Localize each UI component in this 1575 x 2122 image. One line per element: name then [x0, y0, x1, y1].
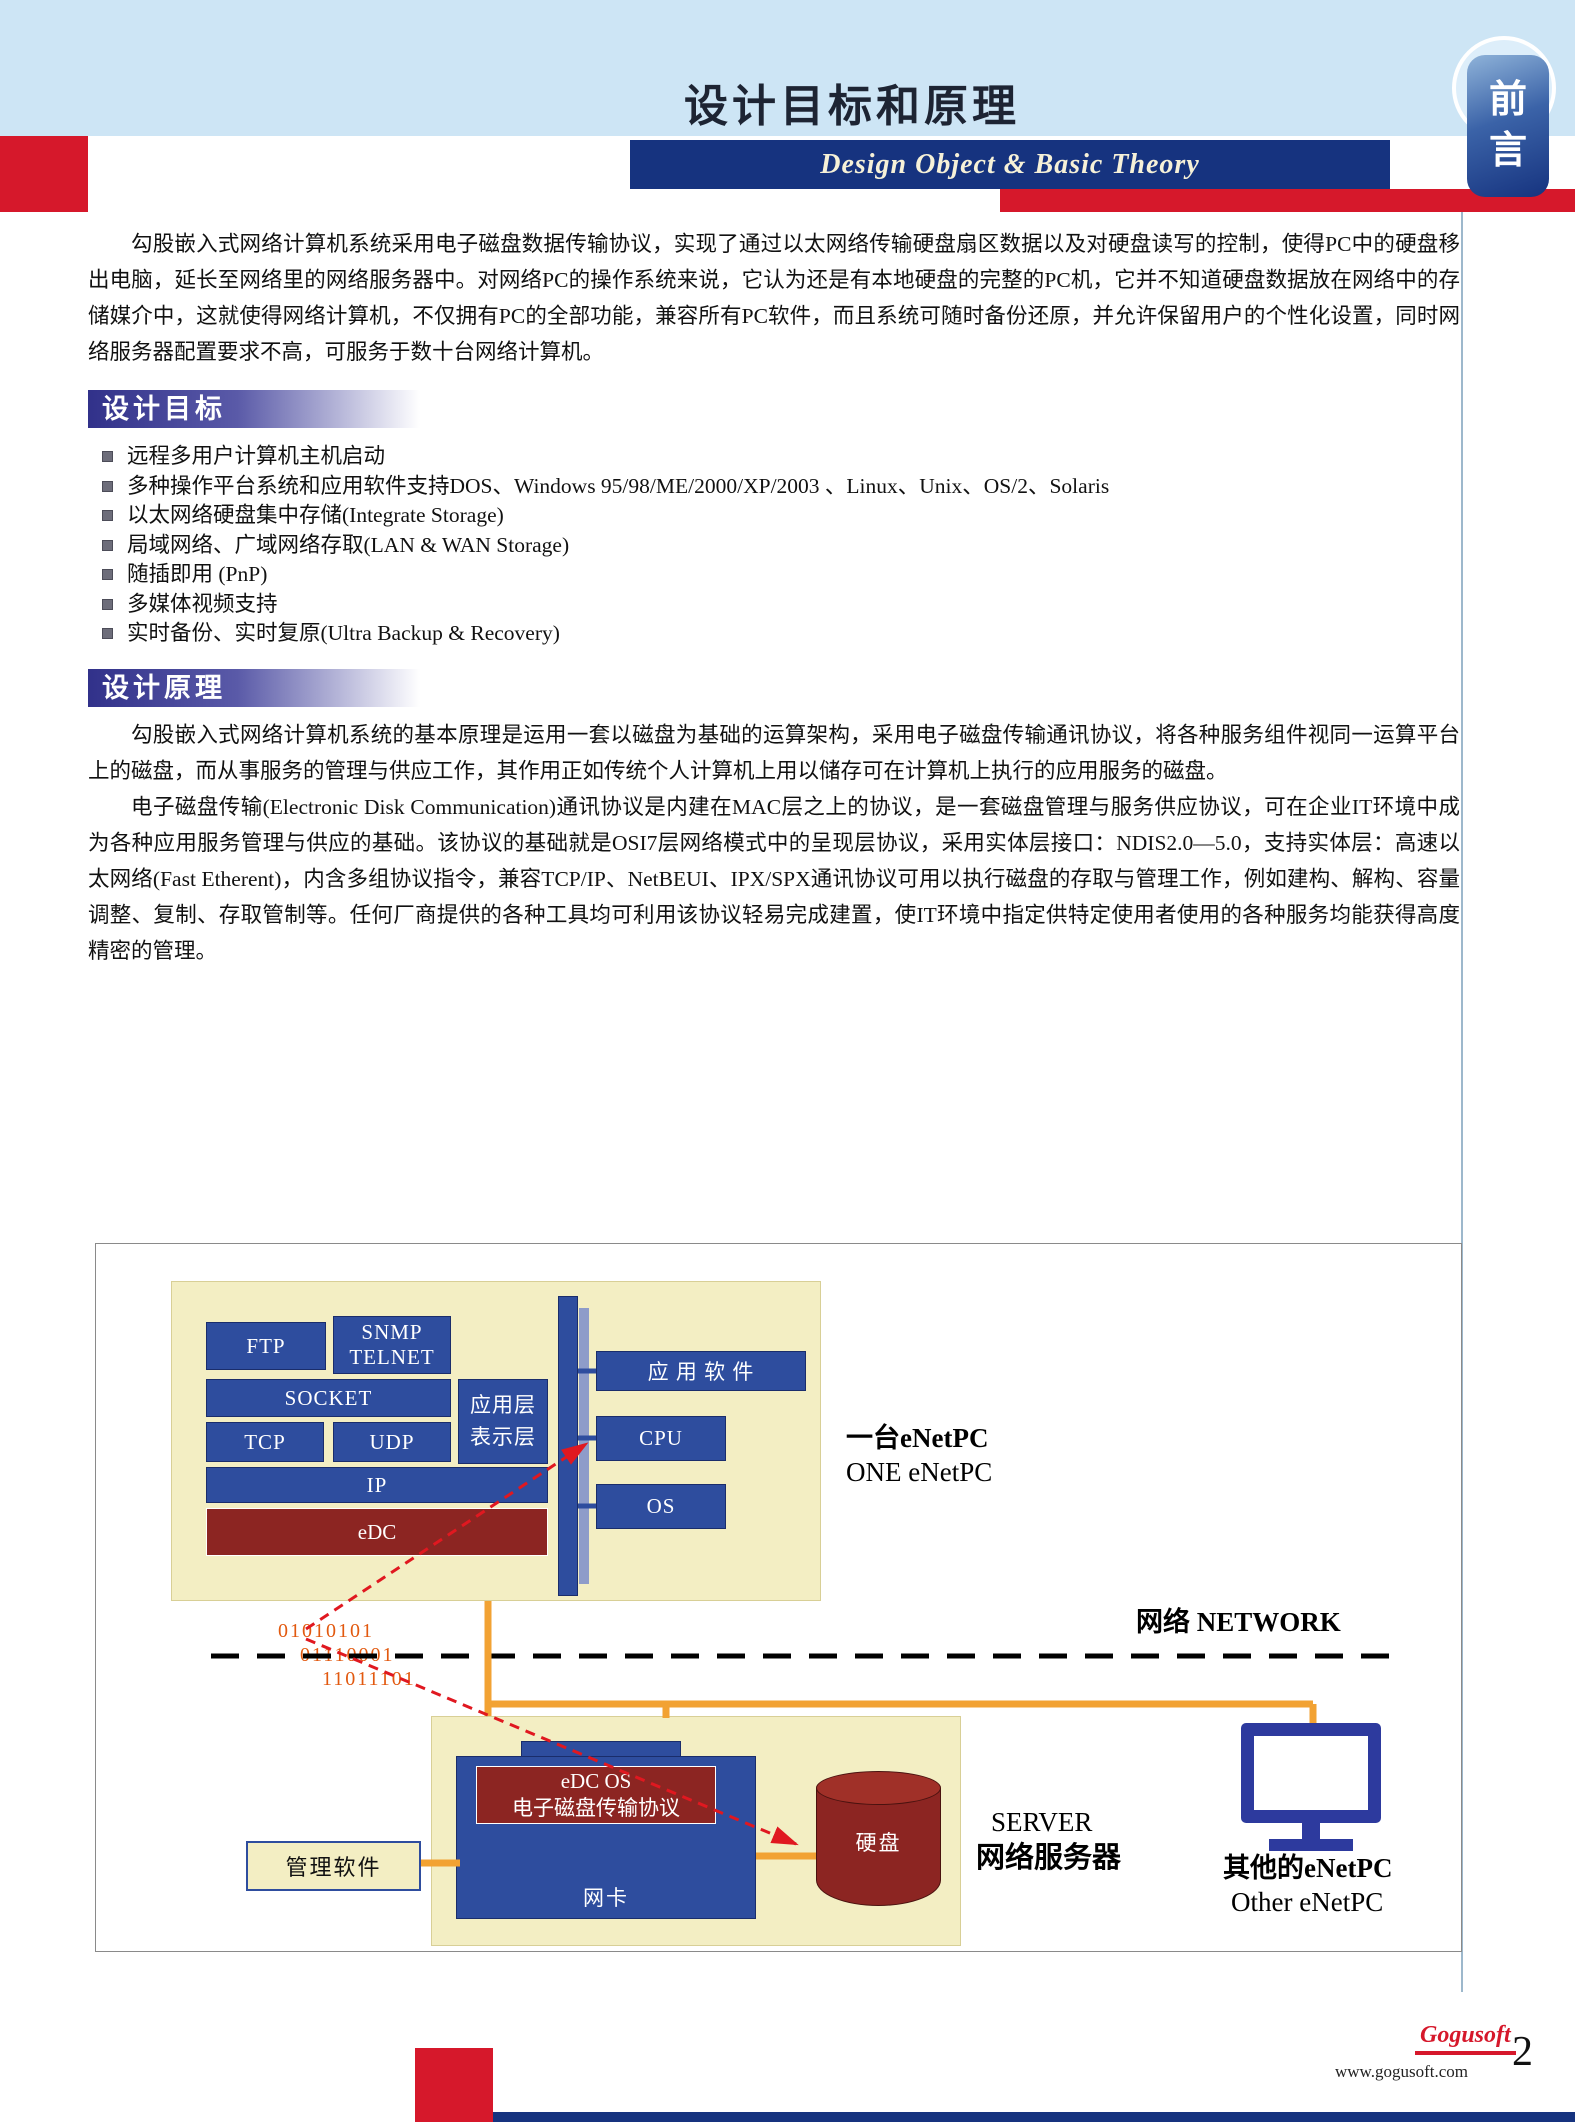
system-bus-shadow: [579, 1308, 589, 1584]
one-enetpc-label-en: ONE eNetPC: [846, 1457, 993, 1487]
monitor-icon: [1241, 1723, 1381, 1823]
bullet-square-icon: [102, 539, 113, 551]
architecture-diagram: FTP SNMP TELNET SOCKET 应用层 表示层 TCP UDP I…: [95, 1243, 1462, 1952]
system-bus: [558, 1296, 578, 1596]
header-subtitle-bar: Design Object & Basic Theory: [630, 140, 1390, 189]
header-red-block: [0, 136, 88, 212]
header-subtitle: Design Object & Basic Theory: [820, 148, 1200, 180]
main-content: 勾股嵌入式网络计算机系统采用电子磁盘数据传输协议，实现了通过以太网络传输硬盘扇区…: [88, 226, 1460, 969]
other-enetpc-label-zh: 其他的eNetPC: [1223, 1853, 1393, 1883]
ftp-box: FTP: [206, 1322, 326, 1370]
page-title: 设计目标和原理: [684, 82, 1020, 131]
list-item: 随插即用 (PnP): [102, 560, 1460, 590]
snmp-telnet-box: SNMP TELNET: [333, 1316, 451, 1374]
goal-text: 局域网络、广域网络存取(LAN & WAN Storage): [127, 532, 570, 557]
page-number: 2: [1512, 2029, 1533, 2075]
monitor-base: [1269, 1839, 1353, 1851]
socket-box: SOCKET: [206, 1379, 451, 1417]
theory-paragraph-1: 勾股嵌入式网络计算机系统的基本原理是运用一套以磁盘为基础的运算架构，采用电子磁盘…: [88, 722, 1460, 783]
monitor-neck: [1302, 1823, 1320, 1839]
server-label-en: SERVER: [991, 1807, 1093, 1837]
bullet-square-icon: [102, 510, 113, 522]
header-red-strip: [1000, 189, 1575, 212]
chapter-badge: 前 言: [1467, 55, 1549, 197]
goals-list: 远程多用户计算机主机启动 多种操作平台系统和应用软件支持DOS、Windows …: [102, 442, 1460, 649]
goal-text: 多媒体视频支持: [127, 591, 278, 616]
list-item: 远程多用户计算机主机启动: [102, 442, 1460, 472]
list-item: 实时备份、实时复原(Ultra Backup & Recovery): [102, 619, 1460, 649]
footer-red-square: [415, 2048, 493, 2122]
edc-os-line2: 电子磁盘传输协议: [512, 1796, 680, 1820]
one-enetpc-label-zh: 一台eNetPC: [846, 1423, 989, 1453]
app-layer-label: 应用层: [470, 1393, 536, 1417]
badge-char-2: 言: [1488, 130, 1527, 172]
binary-stream-3: 11011101: [322, 1668, 416, 1690]
hard-disk-icon: 硬盘: [816, 1771, 941, 1906]
goal-text: 以太网络硬盘集中存储(Integrate Storage): [127, 503, 504, 527]
server-label-zh: 网络服务器: [976, 1842, 1122, 1874]
telnet-label: TELNET: [349, 1345, 435, 1369]
application-software-box: 应 用 软 件: [596, 1351, 806, 1391]
tcp-box: TCP: [206, 1422, 324, 1462]
right-margin-rule: [1461, 212, 1463, 1992]
nic-label: 网卡: [583, 1886, 629, 1910]
section-heading-theory: 设计原理: [88, 668, 420, 707]
list-item: 多种操作平台系统和应用软件支持DOS、Windows 95/98/ME/2000…: [102, 472, 1460, 502]
header-band: [0, 0, 1575, 136]
list-item: 以太网络硬盘集中存储(Integrate Storage): [102, 501, 1460, 531]
website-url: www.gogusoft.com: [1335, 2062, 1468, 2081]
section-heading-goals: 设计目标: [88, 390, 420, 428]
goal-text: 多种操作平台系统和应用软件支持DOS、Windows 95/98/ME/2000…: [127, 473, 1110, 498]
edc-os-box: eDC OS 电子磁盘传输协议: [476, 1766, 716, 1824]
os-box: OS: [596, 1484, 726, 1529]
bullet-square-icon: [102, 569, 113, 581]
bullet-square-icon: [102, 628, 113, 640]
cpu-box: CPU: [596, 1416, 726, 1461]
gogusoft-logo: Gogusoft: [1415, 2022, 1516, 2055]
goal-text: 随插即用 (PnP): [127, 562, 268, 586]
binary-stream-2: 01110001: [300, 1644, 395, 1666]
goal-text: 远程多用户计算机主机启动: [127, 444, 386, 468]
bullet-square-icon: [102, 598, 113, 610]
badge-char-1: 前: [1488, 78, 1527, 121]
app-presentation-layer-box: 应用层 表示层: [458, 1379, 548, 1464]
theory-paragraph-2: 电子磁盘传输(Electronic Disk Communication)通讯协…: [88, 794, 1460, 963]
hard-disk-body: [816, 1788, 941, 1906]
pres-layer-label: 表示层: [470, 1424, 536, 1449]
intro-paragraph: 勾股嵌入式网络计算机系统采用电子磁盘数据传输协议，实现了通过以太网络传输硬盘扇区…: [88, 232, 1460, 364]
network-label: 网络 NETWORK: [1136, 1607, 1341, 1637]
snmp-label: SNMP: [361, 1319, 423, 1344]
edc-box: eDC: [206, 1508, 548, 1556]
bullet-square-icon: [102, 451, 113, 463]
edc-os-line1: eDC OS: [560, 1768, 632, 1793]
binary-stream-1: 01010101: [278, 1620, 374, 1642]
hard-disk-label: 硬盘: [855, 1831, 902, 1855]
goal-text: 实时备份、实时复原(Ultra Backup & Recovery): [127, 621, 560, 645]
list-item: 多媒体视频支持: [102, 590, 1460, 620]
bullet-square-icon: [102, 480, 113, 492]
other-enetpc-label-en: Other eNetPC: [1231, 1887, 1384, 1917]
udp-box: UDP: [333, 1422, 451, 1462]
ip-box: IP: [206, 1467, 548, 1503]
footer-blue-bar: [493, 2112, 1575, 2122]
list-item: 局域网络、广域网络存取(LAN & WAN Storage): [102, 531, 1460, 561]
management-software-box: 管理软件: [246, 1841, 421, 1891]
hard-disk-top: [816, 1771, 941, 1805]
